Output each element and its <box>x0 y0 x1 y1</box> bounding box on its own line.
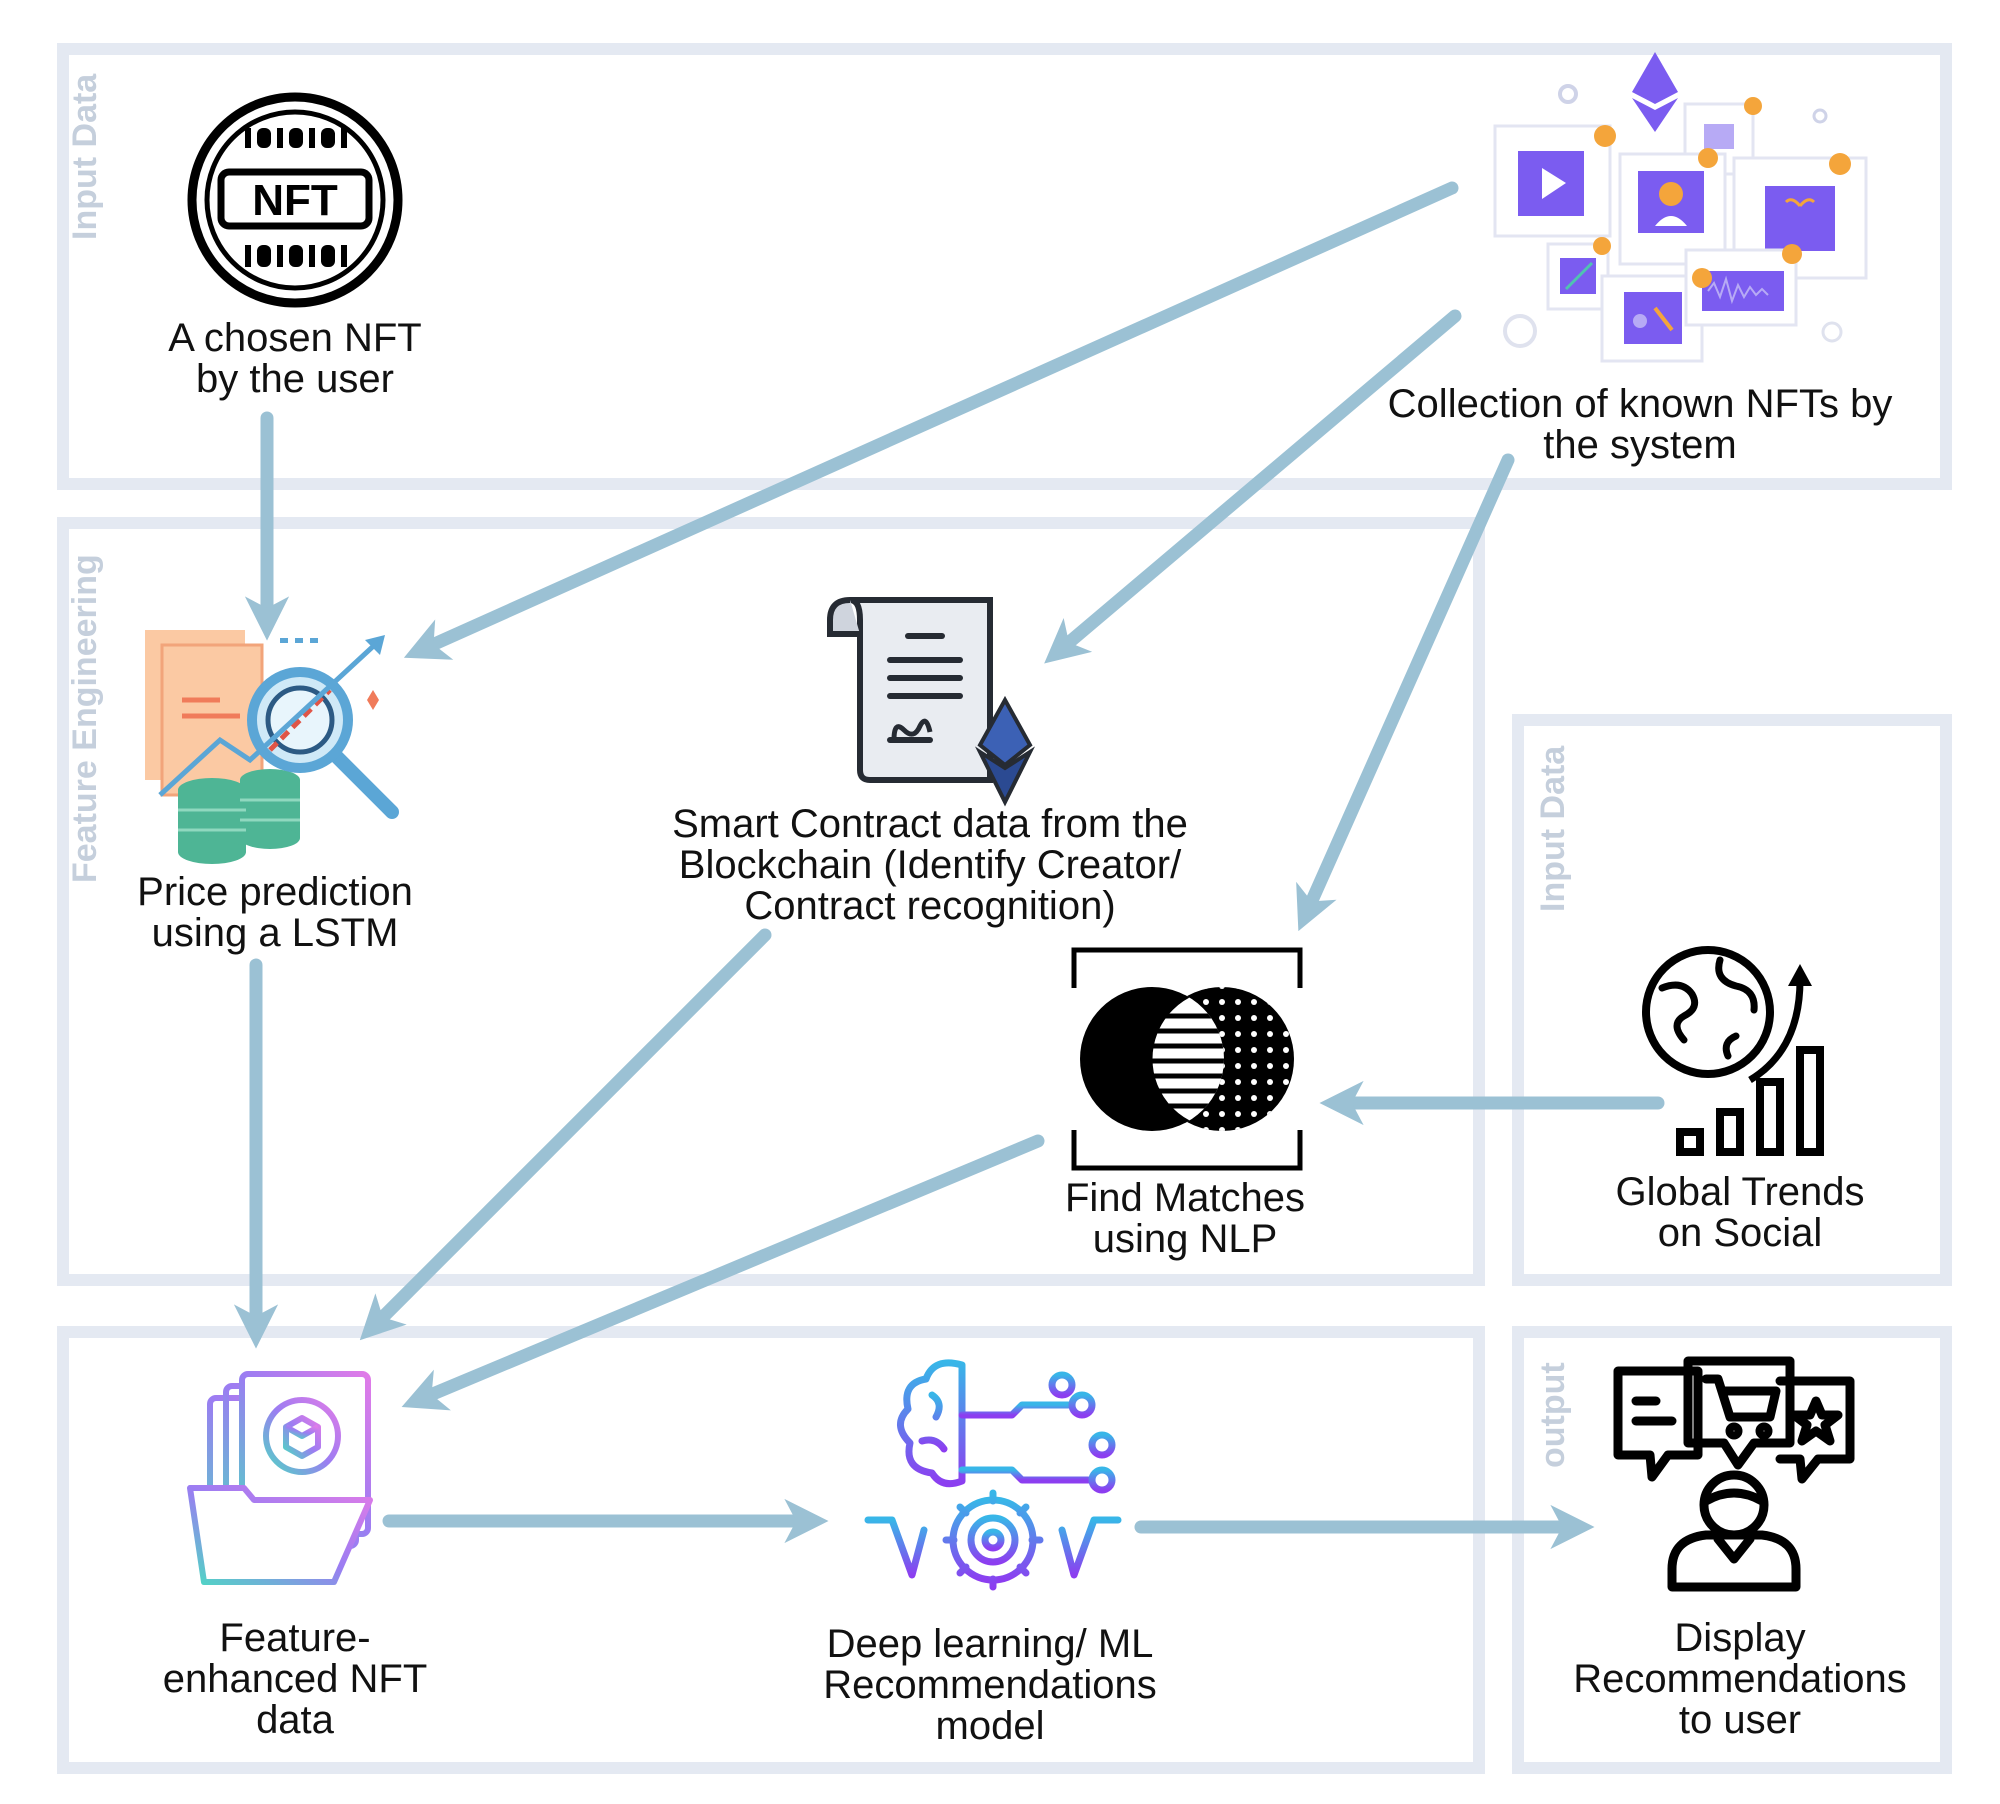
find-matches-label: Find Matches using NLP <box>1064 1176 1306 1261</box>
nft-coin-text: NFT <box>252 176 338 225</box>
main-pipeline-panel <box>57 1326 1485 1774</box>
ai-brain-gear-icon <box>864 1359 1122 1591</box>
edge-contract-to-features <box>359 928 772 1341</box>
nft-coin-icon: NFT <box>187 92 403 308</box>
edge-collection-to-price <box>403 181 1459 660</box>
smart-contract-label: Smart Contract data from the Blockchain … <box>672 802 1188 928</box>
edge-matches-to-features <box>401 1134 1045 1411</box>
output-panel <box>1512 1326 1952 1774</box>
smart-contract-icon <box>827 597 1036 807</box>
global-trends-label: Global Trends on Social <box>1615 1170 1865 1255</box>
display-label: Display Recommendations to user <box>1573 1616 1907 1742</box>
price-analysis-icon <box>145 630 399 864</box>
user-recommendation-icon <box>1613 1356 1855 1592</box>
input-data-top-panel <box>57 43 1952 490</box>
venn-match-icon <box>1071 947 1303 1171</box>
edge-collection-to-matches <box>1296 453 1515 932</box>
feature-enhanced-label: Feature- enhanced NFT data <box>162 1616 428 1742</box>
nft-collection-icon <box>1493 52 1868 363</box>
edge-collection-to-contract <box>1044 309 1462 664</box>
feature-folder-icon <box>187 1371 373 1585</box>
price-prediction-label: Price prediction using a LSTM <box>137 870 413 955</box>
ml-model-label: Deep learning/ ML Recommendations model <box>823 1622 1157 1748</box>
collection-label: Collection of known NFTs by the system <box>1387 382 1893 467</box>
input-data-right-panel <box>1512 714 1952 1286</box>
chosen-nft-label: A chosen NFT by the user <box>168 316 422 401</box>
global-trends-icon <box>1642 946 1824 1156</box>
